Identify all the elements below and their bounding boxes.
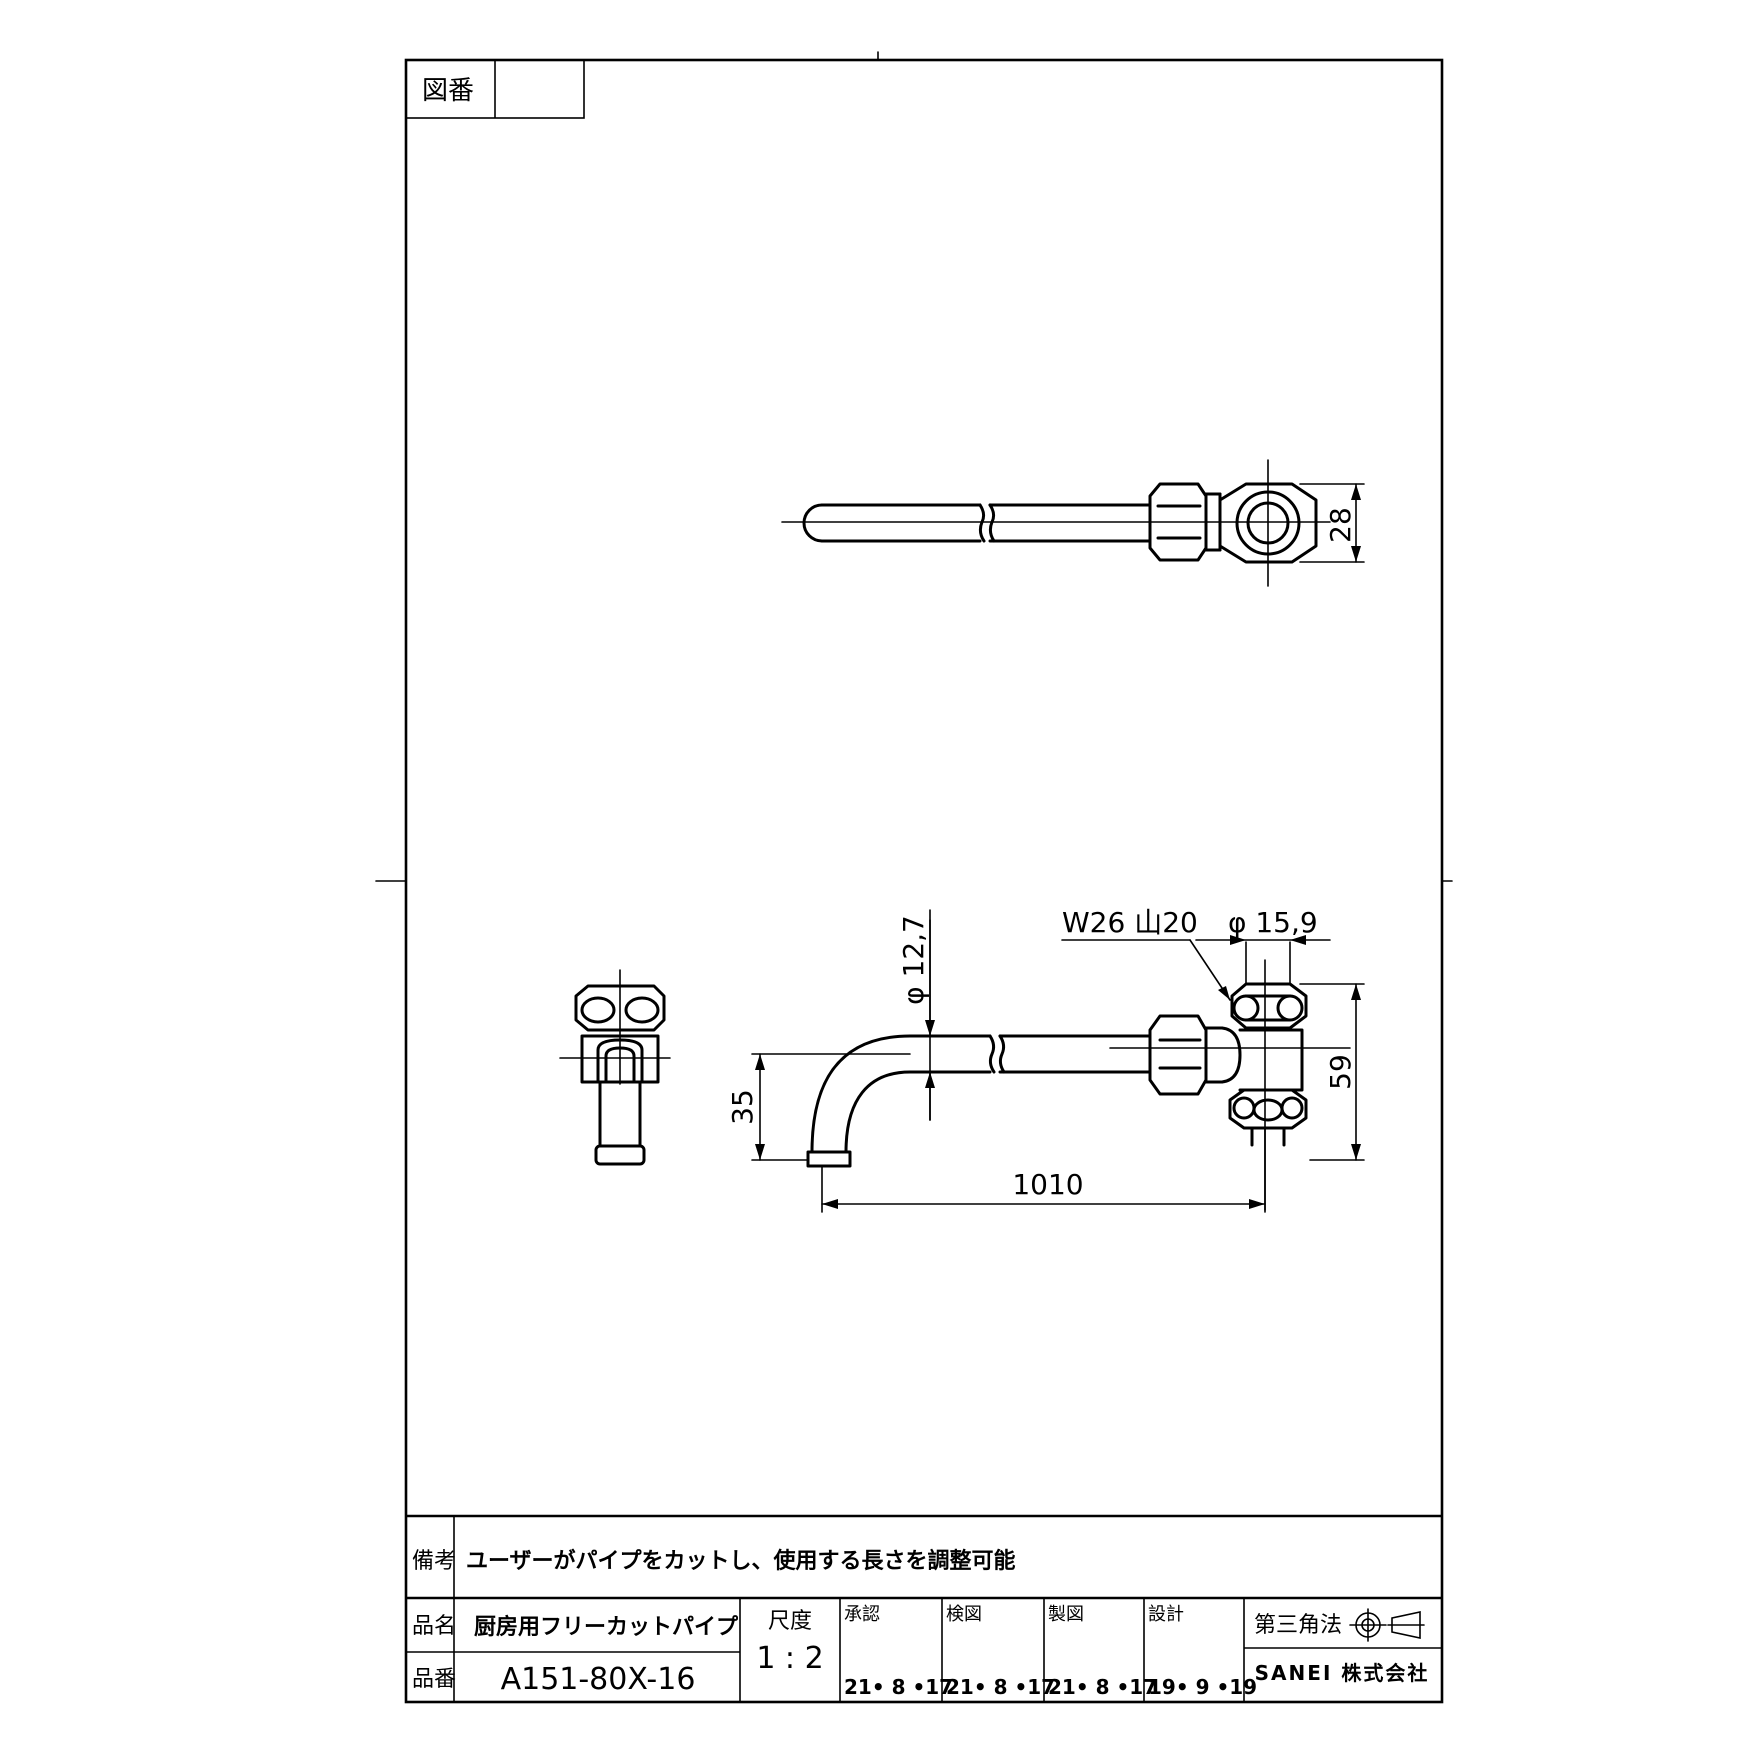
- product-name-label: 品名: [412, 1614, 456, 1639]
- title-block: 備考 ユーザーがパイプをカットし、使用する長さを調整可能 品名 厨房用フリーカッ…: [406, 1514, 1442, 1702]
- projection-label: 第三角法: [1254, 1613, 1342, 1638]
- approval-label-2: 製図: [1048, 1604, 1084, 1625]
- remarks-text: ユーザーがパイプをカットし、使用する長さを調整可能: [466, 1548, 1016, 1574]
- product-name-value: 厨房用フリーカットパイプ: [474, 1614, 739, 1640]
- scale-value: 1 : 2: [756, 1641, 823, 1676]
- approval-date-0: 21• 8 •17: [844, 1675, 953, 1699]
- dim-total-height: 59: [1324, 1054, 1357, 1090]
- approval-date-2: 21• 8 •17: [1048, 1675, 1157, 1699]
- side-view: [559, 969, 671, 1166]
- product-number-value: A151-80X-16: [501, 1662, 696, 1697]
- approval-label-0: 承認: [844, 1604, 880, 1625]
- approval-date-3: 19• 9 •19: [1148, 1675, 1257, 1699]
- approval-label-1: 検図: [946, 1604, 982, 1625]
- scale-label: 尺度: [768, 1609, 812, 1634]
- approval-date-1: 21• 8 •17: [946, 1675, 1055, 1699]
- front-view: φ 12,7 W26 山20 φ 15,9 59 35 1010: [726, 906, 1365, 1213]
- top-view: 28: [781, 459, 1365, 587]
- dim-thread: W26 山20: [1062, 906, 1198, 939]
- dim-length: 1010: [1012, 1168, 1083, 1201]
- remarks-label: 備考: [412, 1549, 456, 1574]
- dim-bore-diameter: φ 15,9: [1228, 906, 1318, 939]
- company-name: SANEI 株式会社: [1255, 1661, 1430, 1685]
- drawing-number-box: 図番: [405, 59, 585, 119]
- approval-label-3: 設計: [1148, 1604, 1184, 1625]
- third-angle-projection-icon: [1349, 1608, 1425, 1642]
- dim-outlet-height: 35: [726, 1089, 759, 1125]
- drawing-number-label: 図番: [422, 76, 474, 106]
- sheet-frame: [375, 51, 1453, 1704]
- product-number-label: 品番: [412, 1667, 456, 1692]
- dim-pipe-diameter: φ 12,7: [897, 915, 930, 1005]
- dim-top-height: 28: [1324, 507, 1357, 543]
